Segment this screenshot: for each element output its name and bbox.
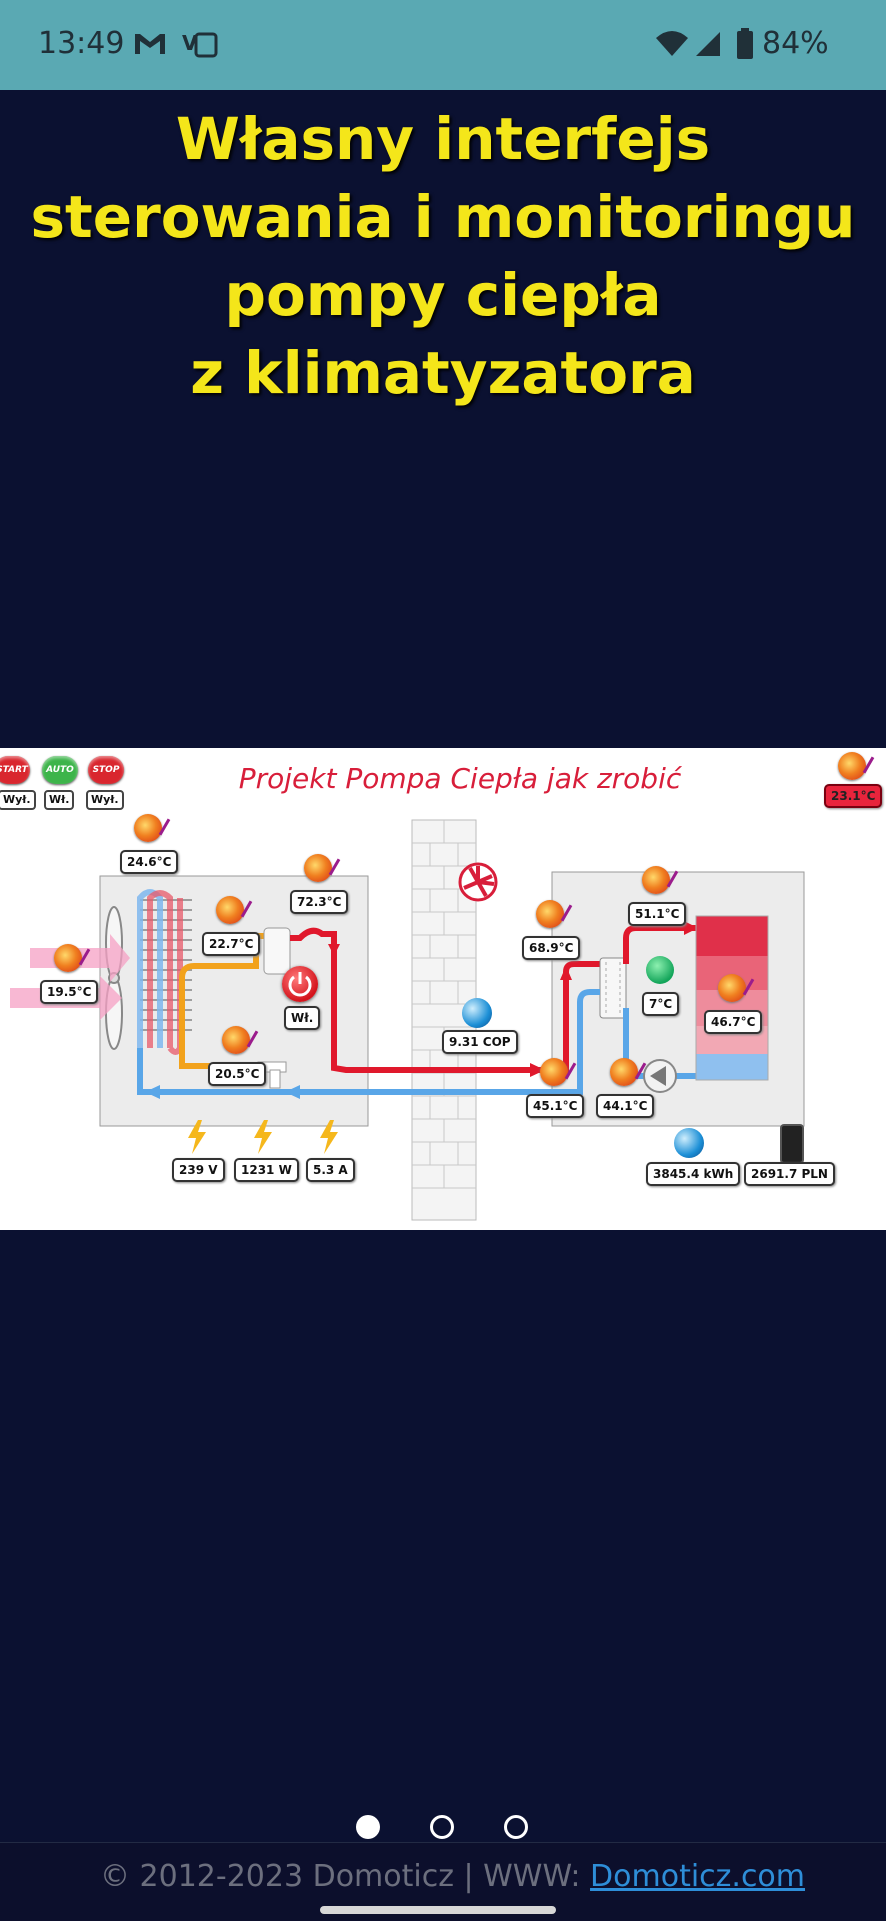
supply-sensor-icon — [642, 866, 670, 894]
indoor-cold-line — [560, 989, 600, 1095]
svg-text:V: V — [182, 31, 198, 55]
fan-air-sensor-icon — [54, 944, 82, 972]
mid-temp-line — [179, 933, 268, 1048]
headline-line-4: z klimatyzatora — [190, 339, 696, 407]
discharge-sensor-icon — [304, 854, 332, 882]
lightning-icon — [254, 1120, 272, 1154]
gmail-icon — [135, 34, 165, 54]
lightning-icon — [320, 1120, 338, 1154]
tank-sensor-icon — [718, 974, 746, 1002]
energy-globe-icon — [674, 1128, 704, 1158]
cop-globe-icon — [462, 998, 492, 1028]
battery-icon — [737, 28, 753, 59]
supply-temp-value: 51.1°C — [628, 902, 687, 926]
footer-text: © 2012-2023 Domoticz | WWW: Domoticz.com — [100, 1859, 805, 1894]
wall-fan-icon — [458, 862, 498, 902]
outdoor-fan-icon — [105, 906, 123, 1050]
wifi-icon — [656, 31, 688, 56]
hot-discharge-line — [290, 927, 540, 1073]
lightning-icon — [188, 1120, 206, 1154]
plate-heat-exchanger — [599, 957, 627, 1019]
fan-air-temp-value: 19.5°C — [40, 980, 99, 1004]
evaporator-temp-value: 22.7°C — [202, 932, 261, 956]
pager-dot-1[interactable] — [356, 1815, 380, 1839]
room-temp-value: 23.1°C — [824, 784, 883, 808]
suction-temp-value: 20.5°C — [208, 1062, 267, 1086]
start-state: Wył. — [0, 790, 36, 810]
footer: © 2012-2023 Domoticz | WWW: Domoticz.com — [0, 1842, 886, 1921]
stop-button[interactable]: STOP — [88, 756, 124, 784]
evaporator-sensor-icon — [216, 896, 244, 924]
return-out-sensor-icon — [610, 1058, 638, 1086]
energy-value: 3845.4 kWh — [646, 1162, 741, 1186]
power-button-icon[interactable] — [282, 966, 318, 1002]
headline-line-2: sterowania i monitoringu — [30, 183, 856, 251]
return-in-temp-value: 45.1°C — [526, 1094, 585, 1118]
pager-dot-3[interactable] — [504, 1815, 528, 1839]
cop-value: 9.31 COP — [442, 1030, 518, 1054]
home-indicator[interactable] — [320, 1906, 556, 1914]
suction-sensor-icon — [222, 1026, 250, 1054]
heat-pump-diagram: Projekt Pompa Ciepła jak zrobić START AU… — [0, 748, 886, 1230]
hx-in-temp-value: 68.9°C — [522, 936, 581, 960]
footer-link[interactable]: Domoticz.com — [590, 1859, 806, 1894]
compressor — [263, 927, 291, 975]
supply-to-tank-line — [623, 925, 696, 964]
footer-copyright: © 2012-2023 Domoticz | WWW: — [100, 1859, 591, 1894]
room-temp-sensor-icon — [838, 752, 866, 780]
voltage-value: 239 V — [172, 1158, 225, 1182]
diagram-graphics — [10, 819, 805, 1221]
power-state-value: Wł. — [284, 1006, 321, 1030]
start-button[interactable]: START — [0, 756, 30, 784]
headline: Własny interfejs sterowania i monitoring… — [0, 100, 886, 412]
battery-percent: 84% — [762, 26, 829, 61]
auto-state: Wł. — [44, 790, 75, 810]
ambient-temp-sensor-icon — [134, 814, 162, 842]
return-out-temp-value: 44.1°C — [596, 1094, 655, 1118]
status-bar: 13:49 V 84% — [0, 0, 886, 90]
cold-return-line — [137, 1048, 560, 1095]
stop-state: Wył. — [86, 790, 124, 810]
current-value: 5.3 A — [306, 1158, 355, 1182]
circulation-pump-icon — [643, 1059, 677, 1093]
headline-line-1: Własny interfejs — [175, 105, 711, 173]
discharge-temp-value: 72.3°C — [290, 890, 349, 914]
cost-value: 2691.7 PLN — [744, 1162, 835, 1186]
phone-icon — [780, 1124, 804, 1164]
valve-status-icon — [646, 956, 674, 984]
small-temp-value: 7°C — [642, 992, 680, 1016]
auto-button[interactable]: AUTO — [42, 756, 78, 784]
vpn-app-icon: V — [182, 31, 218, 58]
cell-signal-icon — [696, 32, 720, 56]
headline-line-3: pompy ciepła — [224, 261, 662, 329]
return-in-sensor-icon — [540, 1058, 568, 1086]
hx-in-sensor-icon — [536, 900, 564, 928]
coil-cold-loop — [137, 889, 163, 1048]
ambient-temp-value: 24.6°C — [120, 850, 179, 874]
pager-dot-2[interactable] — [430, 1815, 454, 1839]
power-value: 1231 W — [234, 1158, 299, 1182]
status-time: 13:49 — [38, 26, 125, 61]
tank-temp-value: 46.7°C — [704, 1010, 763, 1034]
diagram-title: Projekt Pompa Ciepła jak zrobić — [238, 762, 682, 795]
